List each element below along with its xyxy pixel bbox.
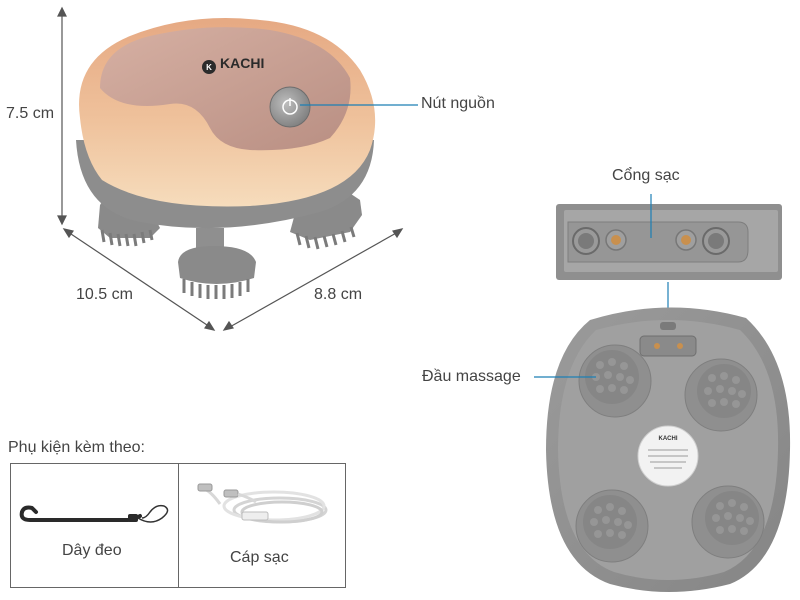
strap-label: Dây đeo — [62, 542, 122, 559]
charging-port-closeup — [556, 204, 782, 280]
svg-text:K: K — [206, 63, 212, 72]
height-dimension-line — [57, 6, 67, 226]
massage-head-label: Đầu massage — [422, 368, 521, 385]
power-button-label: Nút nguồn — [421, 95, 495, 112]
massage-head-back-bottom-left — [575, 489, 649, 563]
width-dimension-line — [222, 228, 404, 331]
massage-head-front-center — [178, 228, 256, 299]
power-button[interactable] — [269, 86, 311, 128]
kachi-logo: K KACHI — [202, 55, 264, 74]
height-label: 7.5 cm — [6, 105, 55, 122]
massage-head-back-bottom-right — [691, 485, 765, 559]
massage-head-back-top-right — [684, 358, 758, 432]
massage-head-back-top-left — [578, 344, 652, 418]
strap-icon — [19, 504, 169, 523]
kachi-logo-text: KACHI — [220, 55, 264, 71]
length-dimension-line — [62, 228, 216, 331]
device-label-plate: KACHI — [637, 425, 699, 487]
accessories-heading: Phụ kiện kèm theo: — [8, 439, 145, 456]
width-label: 8.8 cm — [314, 286, 363, 303]
accessories-divider — [178, 463, 179, 588]
svg-text:KACHI: KACHI — [659, 436, 678, 442]
charging-port-label: Cổng sạc — [612, 167, 680, 184]
length-label: 10.5 cm — [76, 286, 133, 303]
cable-icon — [197, 483, 328, 524]
cable-label: Cáp sạc — [230, 549, 289, 566]
